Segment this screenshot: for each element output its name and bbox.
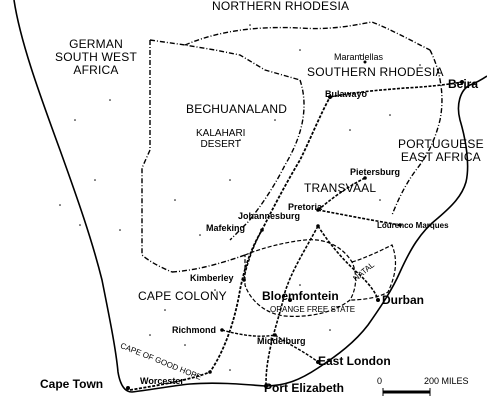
stipple: [59, 24, 421, 376]
border-rhodesias: [184, 21, 431, 51]
label-southern-rhodesia: SOUTHERN RHODESIA: [307, 65, 444, 79]
railway-jhb-durban: [317, 225, 379, 301]
label-orange-free-state: ORANGE FREE STATE: [270, 305, 356, 314]
label-bulawayo: Bulawayo: [325, 89, 368, 99]
label-bloemfontein: Bloemfontein: [262, 289, 339, 303]
label-portuguese-east-africa: PORTUGUESE EAST AFRICA: [398, 137, 484, 165]
label-pretoria: Pretoria: [288, 202, 323, 212]
label-beira: Beira: [448, 77, 479, 91]
label-richmond: Richmond: [172, 325, 216, 335]
railway-pretoria-lourenco: [317, 209, 401, 226]
label-east-london: East London: [318, 354, 391, 368]
label-german-line-1: GERMAN: [69, 37, 123, 51]
railway-jhb-bloem-pe: [265, 225, 319, 387]
label-cape-colony: CAPE COLONY: [138, 289, 227, 303]
label-bechuanaland: BECHUANALAND: [186, 102, 288, 116]
label-port-elizabeth: Port Elizabeth: [264, 381, 345, 395]
railway-mafeking-kimberley: [243, 229, 263, 279]
label-portuguese-line-2: EAST AFRICA: [400, 150, 481, 165]
label-mafeking: Mafeking: [206, 223, 246, 233]
label-german-line-2: SOUTH WEST: [55, 50, 137, 65]
label-kalahari-line-1: KALAHARI: [196, 128, 246, 139]
border-bechuanaland-transvaal: [229, 79, 305, 241]
label-cape-town: Cape Town: [40, 377, 104, 391]
label-portuguese-line-1: PORTUGUESE: [398, 137, 484, 151]
railway-pretoria-pietersburg: [317, 177, 366, 211]
label-kalahari-desert: KALAHARI DESERT: [196, 128, 245, 150]
border-bechuanaland-north: [149, 39, 301, 81]
label-durban: Durban: [382, 293, 424, 307]
label-kalahari-line-2: DESERT: [200, 139, 241, 150]
label-middelburg: Middelburg: [257, 336, 306, 346]
label-transvaal: TRANSVAAL: [304, 181, 377, 195]
label-lourenco-marques: Lourenco Marques: [377, 221, 449, 230]
label-german-south-west-africa: GERMAN SOUTH WEST AFRICA: [55, 37, 137, 78]
label-pietersburg: Pietersburg: [350, 167, 401, 177]
town-dots: [126, 60, 464, 390]
label-german-line-3: AFRICA: [73, 63, 119, 78]
label-kimberley: Kimberley: [190, 273, 234, 283]
border-gswa-bechuanaland: [141, 40, 173, 273]
railway-richmond-link: [221, 329, 276, 337]
border-cape-north: [171, 254, 246, 273]
label-johannesburg: Johannesburg: [238, 211, 301, 221]
railway-middelburg-eastlondon: [274, 334, 319, 363]
scale-label-end: 200 MILES: [424, 376, 469, 386]
label-worcester: Worcester: [140, 376, 184, 386]
border-ofs: [244, 239, 357, 317]
scale-label-start: 0: [377, 376, 383, 386]
label-northern-rhodesia: NORTHERN RHODESIA: [212, 0, 350, 13]
border-natal: [349, 244, 397, 301]
label-marandellas: Marandellas: [334, 52, 384, 62]
railway-cape-bulawayo: [129, 96, 331, 391]
border-portuguese: [391, 49, 443, 216]
coastline: [13, 0, 487, 393]
scale-bar: [382, 388, 431, 396]
